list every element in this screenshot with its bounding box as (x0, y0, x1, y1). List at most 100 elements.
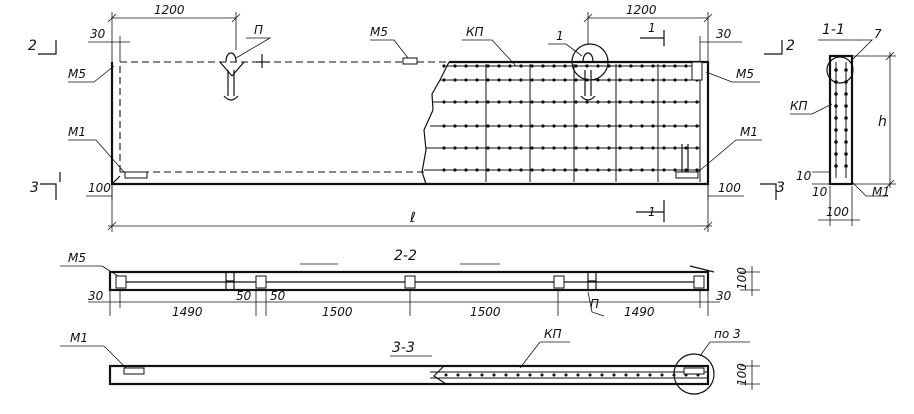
rebar-dot (834, 140, 838, 144)
rebar-dot (629, 100, 633, 104)
rebar-dot (834, 104, 838, 108)
section-3-3-label-m1: М1 (70, 331, 88, 345)
rebar-dot (442, 100, 446, 104)
rebar-dot (662, 124, 666, 128)
rebar-dot (607, 100, 611, 104)
rebar-dot (662, 64, 666, 68)
rebar-dot (574, 124, 578, 128)
rebar-dot (673, 100, 677, 104)
mesh-grid (424, 64, 701, 182)
label-m5-top: М5 (370, 25, 388, 39)
section-2-2-dim-30-right: 30 (716, 289, 732, 303)
rebar-dot (695, 146, 699, 150)
section-3-3-label-kp: КП (544, 327, 562, 341)
rebar-dot (541, 78, 545, 82)
rebar-dot (541, 168, 545, 172)
rebar-dot (844, 104, 848, 108)
rebar-dot (834, 116, 838, 120)
rebar-dot (519, 146, 523, 150)
rebar-dot (541, 64, 545, 68)
rebar-dot (596, 64, 600, 68)
rebar-dot (684, 64, 688, 68)
rebar-dot (453, 100, 457, 104)
rebar-dot (519, 168, 523, 172)
rebar-dot (624, 373, 628, 377)
rebar-dot (552, 124, 556, 128)
section-2-2-plate-4 (553, 275, 565, 289)
section-1-1-label-kp: КП (790, 99, 808, 113)
plate-m5-right (691, 61, 703, 81)
rebar-dot (684, 124, 688, 128)
rebar-dot (629, 146, 633, 150)
rebar-dot (600, 373, 604, 377)
rebar-dot (651, 100, 655, 104)
label-kp-top: КП (466, 25, 484, 39)
dim-100-left: 100 (88, 181, 111, 195)
rebar-dot (541, 146, 545, 150)
rebar-dot (552, 100, 556, 104)
rebar-dot (486, 124, 490, 128)
rebar-dot (508, 100, 512, 104)
rebar-dot (585, 124, 589, 128)
rebar-dot (519, 100, 523, 104)
rebar-dot (486, 64, 490, 68)
rebar-dot (530, 168, 534, 172)
dim-100-right: 100 (718, 181, 741, 195)
rebar-dot (651, 146, 655, 150)
label-p-top: П (254, 23, 263, 37)
rebar-dot (596, 168, 600, 172)
rebar-dot (453, 124, 457, 128)
rebar-dot (673, 78, 677, 82)
rebar-dot (508, 124, 512, 128)
rebar-dot (844, 116, 848, 120)
rebar-dot (530, 64, 534, 68)
rebar-dot (673, 146, 677, 150)
rebar-dot (497, 168, 501, 172)
rebar-dot (660, 373, 664, 377)
rebar-dot (651, 124, 655, 128)
label-m1-right: М1 (740, 125, 758, 139)
rebar-dot (844, 140, 848, 144)
section-1-1-label-7: 7 (874, 27, 882, 41)
rebar-dot (442, 168, 446, 172)
label-m5-right: М5 (736, 67, 754, 81)
rebar-dot (464, 100, 468, 104)
rebar-dot (596, 78, 600, 82)
rebar-dot (552, 168, 556, 172)
rebar-dot (464, 124, 468, 128)
cut-3-left: 3 (30, 180, 39, 196)
rebar-dot (564, 373, 568, 377)
rebar-dot (673, 64, 677, 68)
rebar-dot (516, 373, 520, 377)
rebar-dot (552, 64, 556, 68)
rebar-dot (844, 68, 848, 72)
rebar-dot (596, 146, 600, 150)
rebar-dot (540, 373, 544, 377)
rebar-dot (475, 124, 479, 128)
rebar-dot (844, 152, 848, 156)
rebar-dot (662, 100, 666, 104)
rebar-dot (563, 146, 567, 150)
rebar-dot (464, 168, 468, 172)
rebar-dot (585, 168, 589, 172)
rebar-dot (508, 146, 512, 150)
rebar-dot (574, 168, 578, 172)
rebar-dot (541, 124, 545, 128)
rebar-dot (497, 64, 501, 68)
section-2-2-label-p: П (590, 297, 599, 311)
cut-1-top: 1 (648, 21, 656, 35)
rebar-dot (612, 373, 616, 377)
rebar-dot (673, 124, 677, 128)
section-2-2-dim-30-left: 30 (88, 289, 104, 303)
section-2-2-dim-1500a: 1500 (322, 305, 353, 319)
section-1-1-title: 1-1 (822, 22, 845, 38)
section-2-2-dim-100: 100 (735, 267, 749, 290)
plate-m1-left (124, 171, 148, 179)
rebar-dot (486, 146, 490, 150)
rebar-dot (574, 64, 578, 68)
rebar-dot (640, 64, 644, 68)
rebar-dot (442, 124, 446, 128)
rebar-dot (629, 168, 633, 172)
rebar-dot (585, 64, 589, 68)
